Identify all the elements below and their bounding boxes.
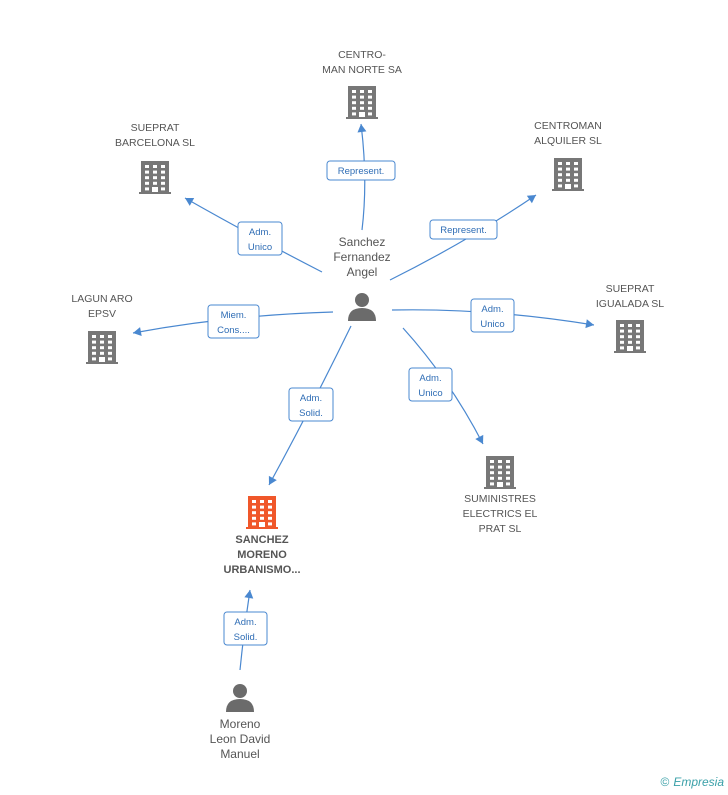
lagun-aro-building-icon[interactable] (86, 331, 118, 364)
moreno-leon-label[interactable]: Manuel (220, 747, 259, 761)
sanchez-moreno-label[interactable]: URBANISMO... (224, 564, 301, 576)
centroman-norte-building-icon[interactable] (346, 86, 378, 119)
arrow-head (357, 124, 367, 133)
arrow-head (133, 327, 142, 336)
sanchez-fernandez-label[interactable]: Angel (347, 265, 378, 279)
relation-text: Represent. (440, 225, 486, 236)
arrow-head (475, 434, 484, 444)
brand-logo[interactable]: Empresia (673, 775, 724, 789)
relation-text: Adm. (419, 373, 441, 384)
rel-sanchez-moreno-label[interactable]: Adm. Solid. (288, 387, 334, 422)
arrow-head (526, 195, 536, 204)
sanchez-fernandez-label[interactable]: Sanchez (339, 235, 386, 249)
sueprat-igualada-building-icon[interactable] (614, 320, 646, 353)
moreno-leon-label[interactable]: Moreno (220, 717, 261, 731)
rel-centroman-norte-label[interactable]: Represent. (326, 160, 396, 181)
relation-text: Adm. (234, 617, 256, 628)
centroman-alquiler-label[interactable]: CENTROMAN (534, 120, 602, 132)
sueprat-igualada-label[interactable]: IGUALADA SL (596, 298, 664, 310)
lagun-aro-label[interactable]: LAGUN ARO (71, 293, 132, 305)
rel-sueprat-igualada-label[interactable]: Adm. Unico (470, 298, 515, 333)
moreno-leon-label[interactable]: Leon David (210, 732, 271, 746)
moreno-leon-person-icon[interactable] (226, 684, 254, 712)
lagun-aro-label[interactable]: EPSV (88, 308, 116, 320)
centroman-alquiler-building-icon[interactable] (552, 158, 584, 191)
rel-sueprat-barcelona-label[interactable]: Adm. Unico (237, 221, 283, 256)
centroman-norte-label[interactable]: CENTRO- (338, 49, 386, 61)
rel-suministres-label[interactable]: Adm. Unico (408, 367, 453, 402)
relation-text: Cons.... (217, 325, 250, 336)
arrow-head (585, 319, 594, 329)
suministres-label[interactable]: ELECTRICS EL (463, 508, 538, 520)
sanchez-fernandez-label[interactable]: Fernandez (333, 250, 390, 264)
relation-text: Adm. (300, 393, 322, 404)
sanchez-moreno-building-icon[interactable] (246, 496, 278, 529)
suministres-label[interactable]: SUMINISTRES (464, 493, 536, 505)
centroman-norte-label[interactable]: MAN NORTE SA (322, 64, 402, 76)
sueprat-barcelona-label[interactable]: BARCELONA SL (115, 137, 195, 149)
relation-text: Represent. (338, 166, 384, 177)
relation-text: Unico (248, 242, 272, 253)
relation-text: Adm. (481, 304, 503, 315)
arrow-head (268, 475, 277, 485)
rel-centroman-alquiler-label[interactable]: Represent. (429, 219, 498, 240)
sueprat-igualada-label[interactable]: SUEPRAT (606, 283, 655, 295)
brand-footer: ©Empresia (660, 775, 724, 789)
relation-text: Miem. (221, 310, 247, 321)
rel-moreno-sanchez-moreno-label[interactable]: Adm. Solid. (223, 611, 268, 646)
sanchez-moreno-label[interactable]: MORENO (237, 549, 287, 561)
relation-text: Adm. (249, 227, 271, 238)
sueprat-barcelona-label[interactable]: SUEPRAT (131, 122, 180, 134)
relation-text: Solid. (234, 632, 258, 643)
copyright-icon: © (660, 775, 670, 789)
sanchez-fernandez-person-icon[interactable] (348, 293, 376, 321)
arrow-head (244, 590, 254, 599)
relation-text: Solid. (299, 408, 323, 419)
relation-text: Unico (480, 319, 504, 330)
sueprat-barcelona-building-icon[interactable] (139, 161, 171, 194)
relation-text: Unico (418, 388, 442, 399)
suministres-label[interactable]: PRAT SL (479, 523, 522, 535)
sanchez-moreno-label[interactable]: SANCHEZ (235, 534, 288, 546)
suministres-building-icon[interactable] (484, 456, 516, 489)
arrow-head (185, 198, 195, 206)
centroman-alquiler-label[interactable]: ALQUILER SL (534, 135, 602, 147)
rel-lagun-aro-label[interactable]: Miem. Cons.... (207, 304, 260, 339)
